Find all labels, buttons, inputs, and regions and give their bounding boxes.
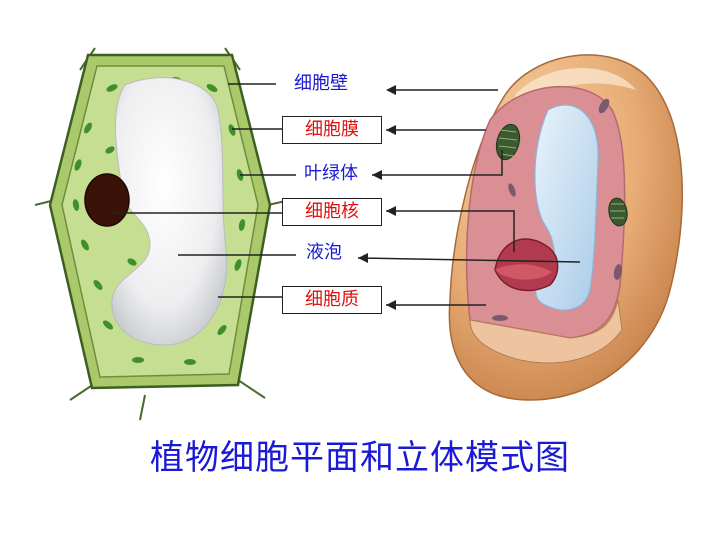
leader-chloroplast-right — [372, 150, 503, 176]
leader-vacuole-right — [357, 257, 581, 263]
chloroplasts-flat — [72, 77, 246, 365]
cutaway-vacuole — [534, 104, 599, 311]
flat-cell — [34, 47, 291, 421]
cutaway-cell-highlight — [515, 68, 636, 108]
label-cell-membrane: 细胞膜 — [282, 116, 382, 144]
leader-lines — [112, 83, 581, 306]
label-cell-membrane-text: 细胞膜 — [305, 119, 359, 140]
leader-nucleus-right — [386, 210, 515, 252]
arrowheads — [358, 85, 396, 310]
label-cell-wall: 细胞壁 — [294, 73, 348, 94]
label-chloroplast: 叶绿体 — [304, 163, 358, 184]
nucleus-flat — [84, 173, 130, 227]
label-nucleus: 细胞核 — [282, 198, 382, 226]
cutaway-nucleus-cut — [495, 264, 552, 280]
label-cytoplasm: 细胞质 — [282, 286, 382, 314]
diagram-title: 植物细胞平面和立体模式图 — [150, 438, 570, 478]
label-cytoplasm-text: 细胞质 — [305, 289, 359, 310]
cutaway-cell — [448, 54, 684, 401]
label-vacuole: 液泡 — [306, 242, 342, 263]
label-nucleus-text: 细胞核 — [305, 201, 359, 222]
cutaway-cytoplasm-rim — [469, 299, 623, 364]
